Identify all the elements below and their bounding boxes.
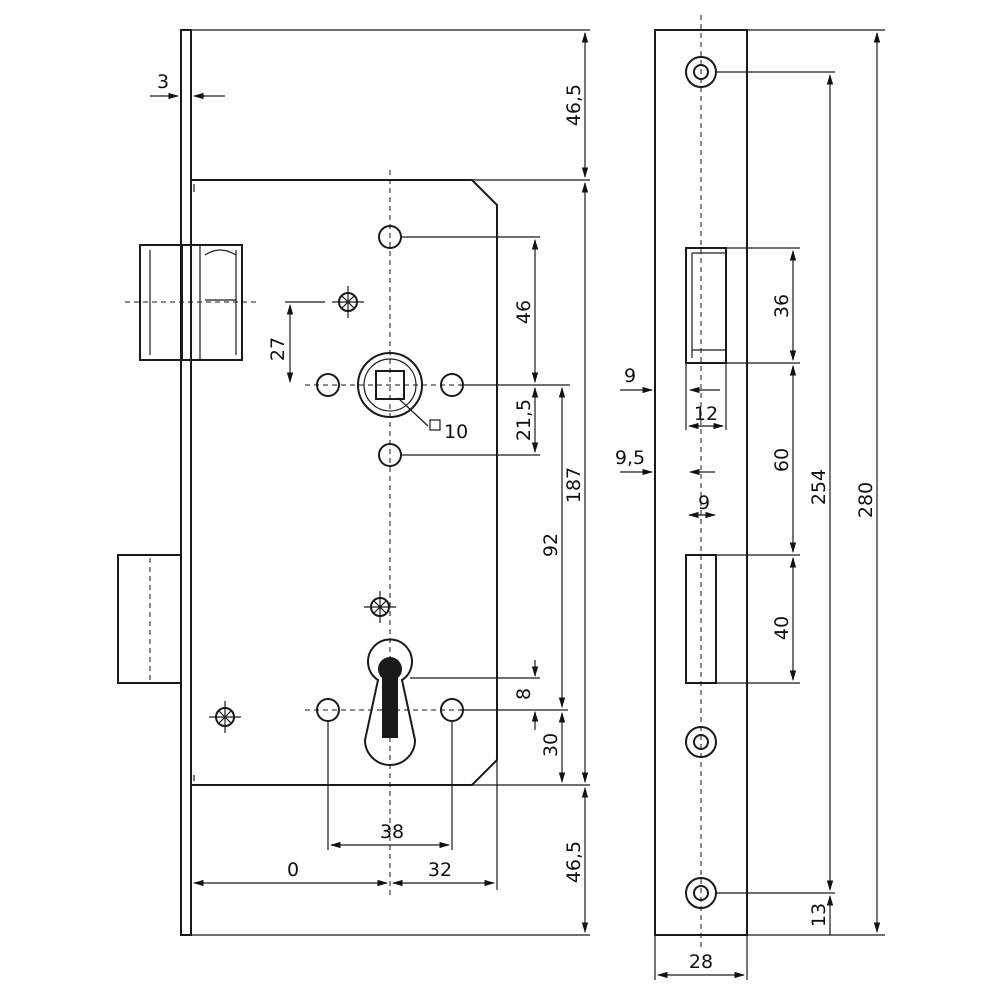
dim-label: 36 — [771, 294, 793, 318]
strike-plate-view: 9 12 9,5 9 36 60 40 254 13 280 — [615, 15, 885, 980]
dim-label: 254 — [808, 469, 830, 505]
dim-label: 46 — [513, 300, 535, 324]
strike-opening-bolt — [685, 554, 717, 684]
strike-opening-latch — [685, 247, 727, 364]
dim-label: 46,5 — [563, 84, 585, 126]
screw-hole-icon — [685, 726, 717, 758]
dim-label: 40 — [771, 616, 793, 640]
dim-label: 9,5 — [615, 447, 645, 469]
rivet-icon — [332, 286, 364, 318]
dim-label: 9 — [698, 492, 710, 514]
lock-case — [191, 179, 498, 786]
spindle-hub — [357, 352, 441, 431]
dim-label: 60 — [771, 448, 793, 472]
dim-label: 8 — [513, 688, 535, 700]
dim-label: 10 — [444, 421, 468, 443]
dim-label: 32 — [428, 859, 452, 881]
dim-label: 30 — [540, 733, 562, 757]
dim-label: 46,5 — [563, 841, 585, 883]
dim-label: 28 — [689, 951, 713, 973]
dead-bolt — [117, 554, 182, 684]
dim-label: 0 — [287, 859, 299, 881]
dim-label: 12 — [694, 403, 718, 425]
rivet-icon — [209, 701, 241, 733]
forend-plate — [180, 29, 192, 936]
dim-label: 13 — [808, 903, 830, 927]
dim-label: 3 — [157, 71, 169, 93]
rivet-icon — [364, 591, 396, 623]
lock-body-view: 27 3 46,5 187 46,5 46 21,5 92 8 30 — [117, 29, 590, 936]
dim-label: 92 — [540, 533, 562, 557]
dim-label: 187 — [563, 467, 585, 503]
dim-follower — [285, 301, 325, 384]
latch-bolt — [125, 244, 260, 361]
dim-label: 21,5 — [513, 399, 535, 441]
dim-label: 27 — [267, 337, 289, 361]
dim-label: 9 — [624, 365, 636, 387]
dim-label: 280 — [855, 482, 877, 518]
dim-label: 38 — [380, 821, 404, 843]
